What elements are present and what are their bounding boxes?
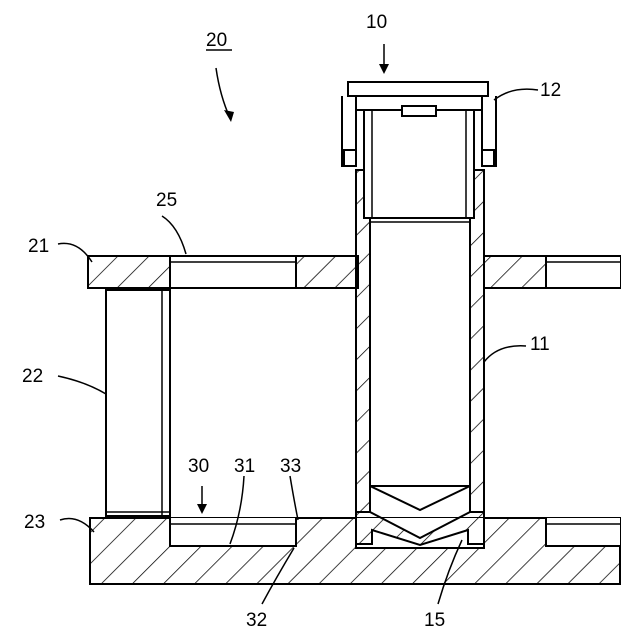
- leader-21: [58, 243, 92, 262]
- leader-11: [484, 346, 526, 362]
- label-20: 20: [206, 30, 227, 51]
- label-10: 10: [366, 12, 387, 33]
- label-12: 12: [540, 80, 561, 101]
- label-31: 31: [234, 456, 255, 477]
- leader-33: [290, 476, 298, 520]
- label-21: 21: [28, 236, 49, 257]
- label-23: 23: [24, 512, 45, 533]
- label-32: 32: [246, 610, 267, 631]
- leader-22: [58, 376, 106, 394]
- label-11: 11: [530, 334, 550, 355]
- upper-plate: [88, 256, 620, 288]
- leader-12: [494, 89, 538, 100]
- label-25: 25: [156, 190, 177, 211]
- leader-25: [162, 216, 186, 254]
- leader-23: [60, 519, 94, 533]
- label-15: 15: [424, 610, 445, 631]
- leader-20: [216, 68, 230, 118]
- label-30: 30: [188, 456, 209, 477]
- label-33: 33: [280, 456, 301, 477]
- label-22: 22: [22, 366, 43, 387]
- tube: [356, 110, 484, 545]
- spacer-column: [106, 290, 170, 516]
